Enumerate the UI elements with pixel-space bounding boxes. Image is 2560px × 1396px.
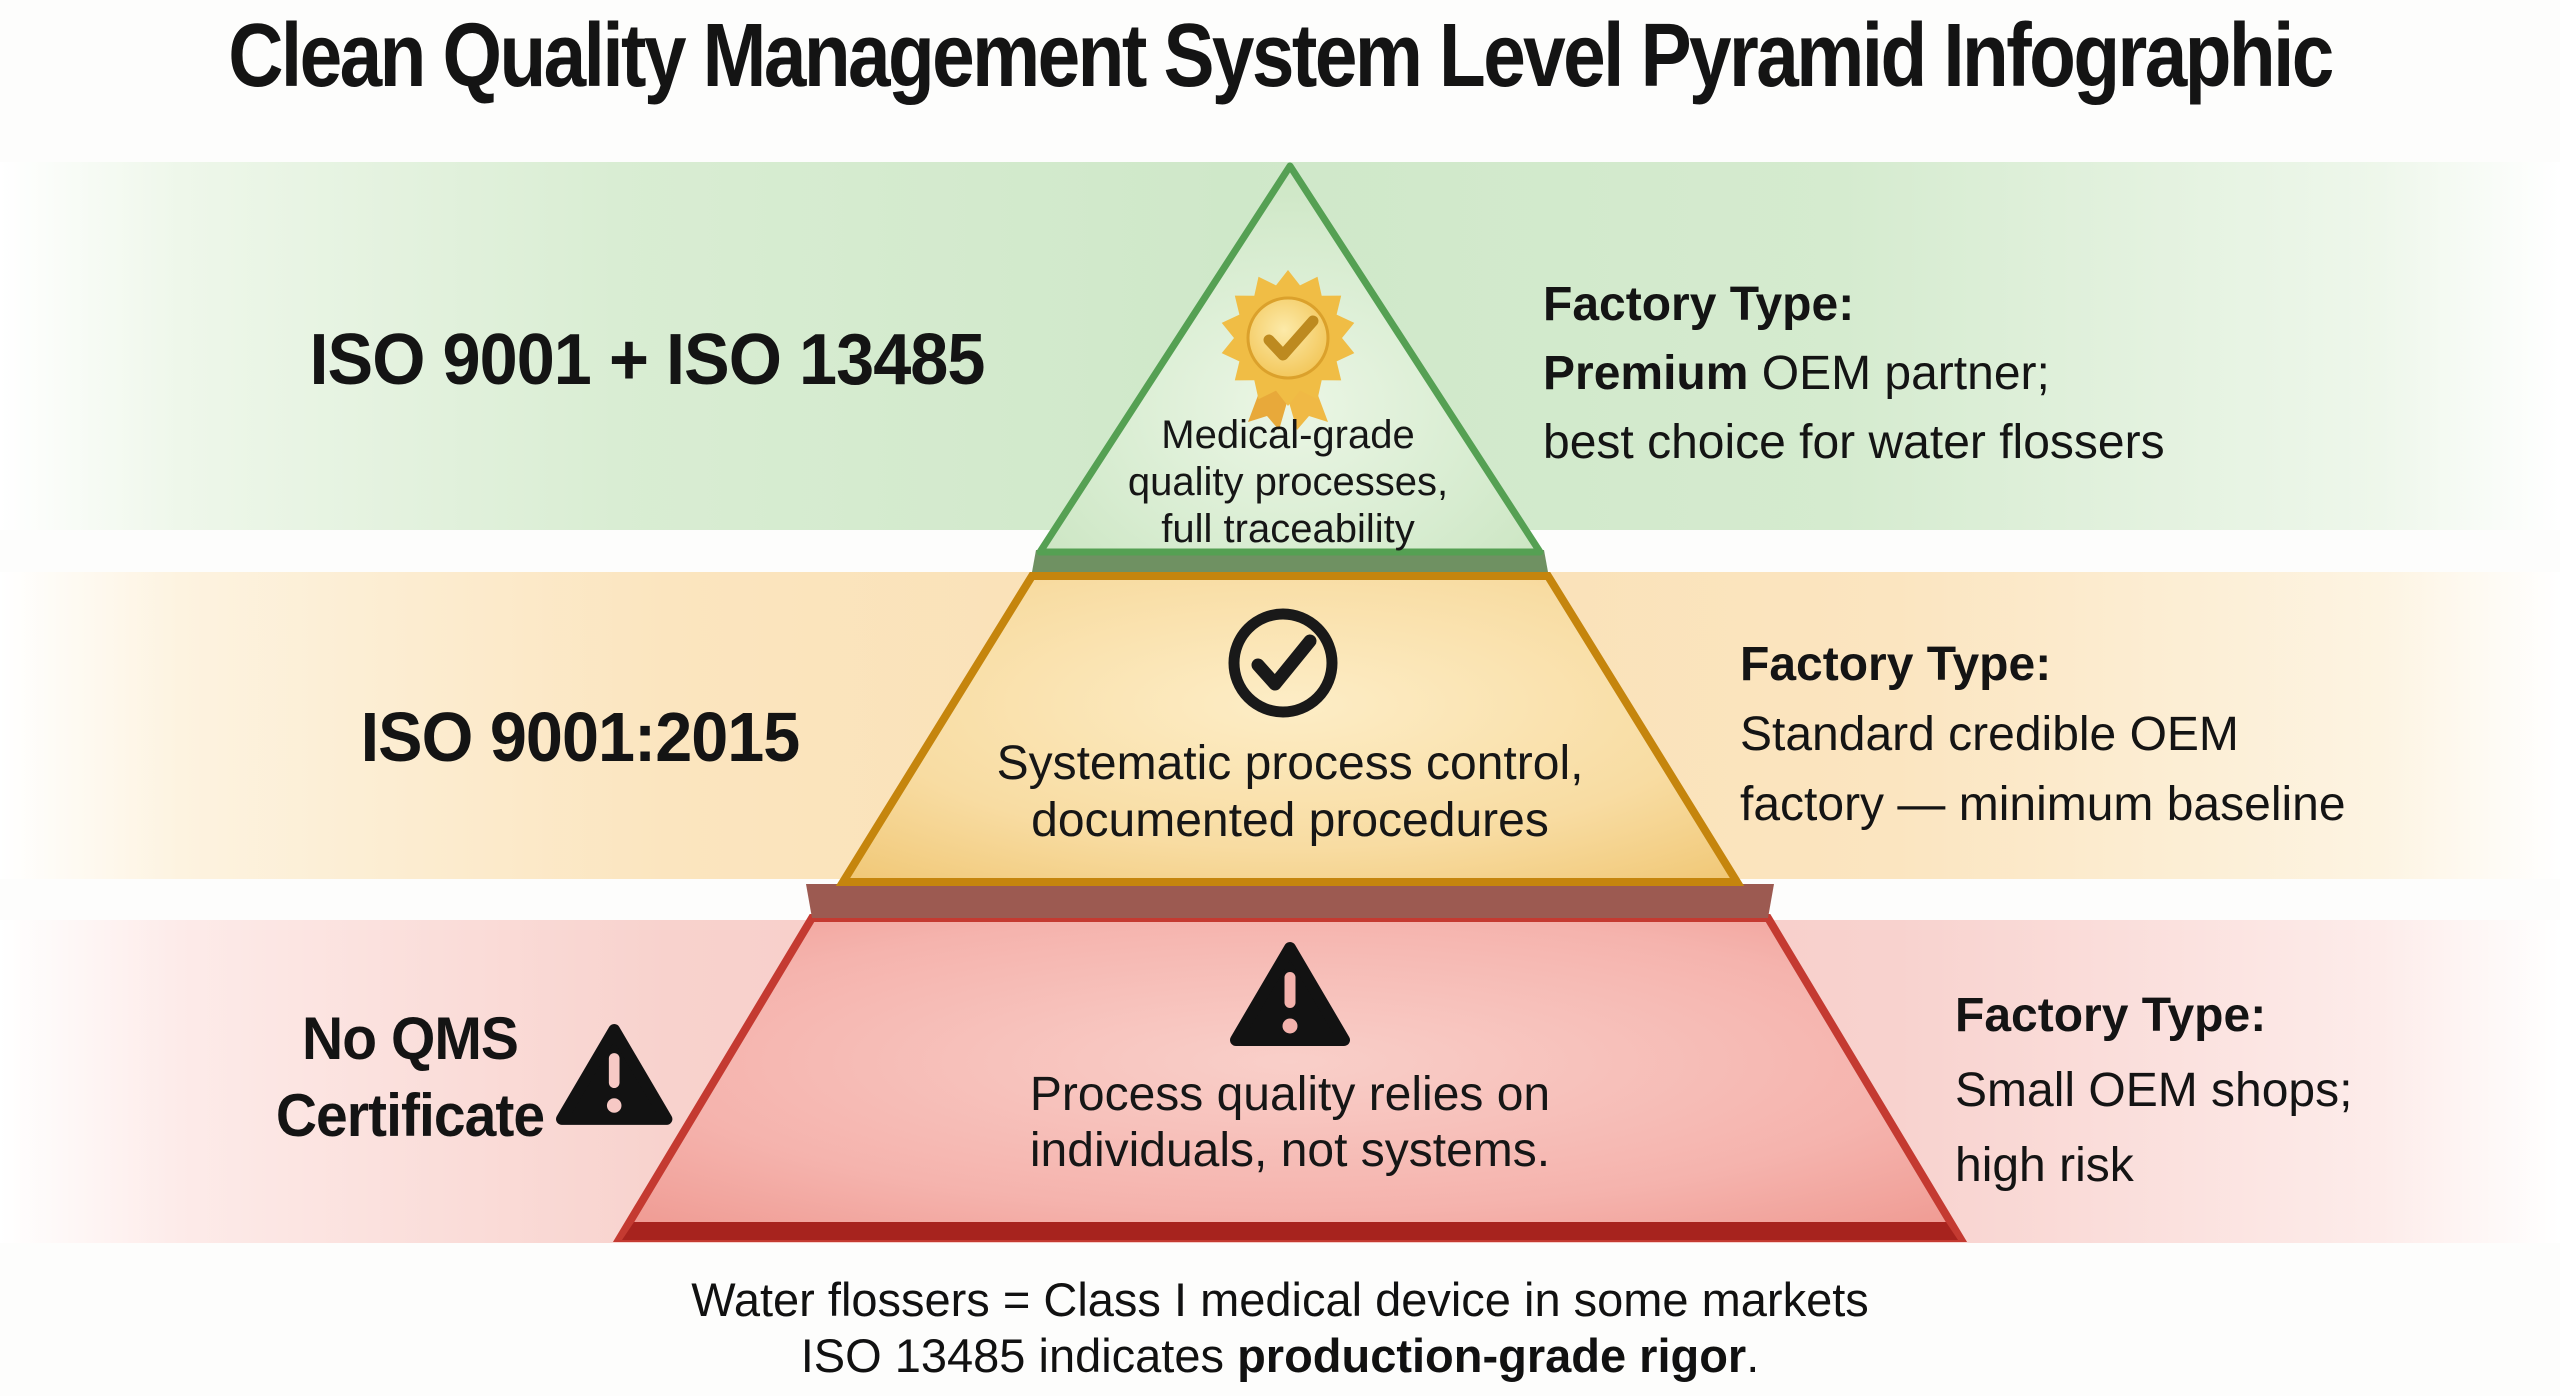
factory-type-line: Standard credible OEM — [1740, 708, 2239, 761]
pyramid-text-middle: Systematic process control, documented p… — [890, 735, 1690, 849]
warning-triangle-icon-small — [556, 1024, 673, 1125]
pyramid-text-bottom-line2: individuals, not systems. — [1029, 1124, 1551, 1177]
factory-type-line: best choice for water flossers — [1543, 416, 2165, 469]
factory-type-line: factory — minimum baseline — [1740, 778, 2346, 831]
pyramid-text-middle-line2: documented procedures — [1031, 794, 1549, 847]
footer-line2: ISO 13485 indicates production-grade rig… — [800, 1329, 1760, 1382]
shadow-strip-maroon — [806, 884, 1774, 918]
footer-line1: Water flossers = Class I medical device … — [691, 1273, 1869, 1326]
tier-label-bottom-line2: Certificate — [275, 1082, 545, 1149]
pyramid-middle-trapezoid — [835, 572, 1745, 886]
tier-label-top: ISO 9001 + ISO 13485 — [309, 320, 985, 400]
factory-type-line: Small OEM shops; — [1955, 1064, 2353, 1117]
tier-label-bottom-line1: No QMS — [302, 1005, 519, 1072]
tier-label-bottom: No QMS Certificate — [125, 1000, 695, 1154]
pyramid-text-top-line1: Medical-grade — [1161, 413, 1415, 457]
factory-type-line: high risk — [1955, 1139, 2134, 1192]
tier-label-middle: ISO 9001:2015 — [360, 698, 801, 776]
pyramid-text-bottom-line1: Process quality relies on — [1029, 1068, 1551, 1121]
pyramid-text-top-line3: full traceability — [1161, 507, 1415, 551]
footer-note: Water flossers = Class I medical device … — [0, 1272, 2560, 1384]
factory-type-block-bottom: Factory Type: Small OEM shops; high risk — [1955, 978, 2352, 1203]
pyramid-text-top-line2: quality processes, — [1127, 460, 1449, 504]
check-circle-icon — [1228, 608, 1338, 718]
factory-type-block-top: Factory Type: Premium OEM partner; best … — [1543, 270, 2165, 477]
factory-type-block-middle: Factory Type: Standard credible OEM fact… — [1740, 630, 2346, 840]
pyramid-bottom-base-shadow — [622, 1222, 1958, 1240]
factory-type-heading: Factory Type: — [1740, 638, 2052, 691]
medal-ribbon-icon — [1221, 270, 1355, 430]
pyramid-text-top: Medical-grade quality processes, full tr… — [988, 412, 1588, 553]
factory-type-heading: Factory Type: — [1955, 989, 2267, 1042]
pyramid-text-middle-line1: Systematic process control, — [996, 737, 1584, 790]
pyramid-text-bottom: Process quality relies on individuals, n… — [890, 1067, 1690, 1179]
factory-type-heading: Factory Type: — [1543, 278, 1855, 331]
factory-type-line: Premium OEM partner; — [1543, 347, 2050, 400]
warning-triangle-icon — [1230, 942, 1350, 1046]
page-title: Clean Quality Management System Level Py… — [228, 6, 2334, 106]
